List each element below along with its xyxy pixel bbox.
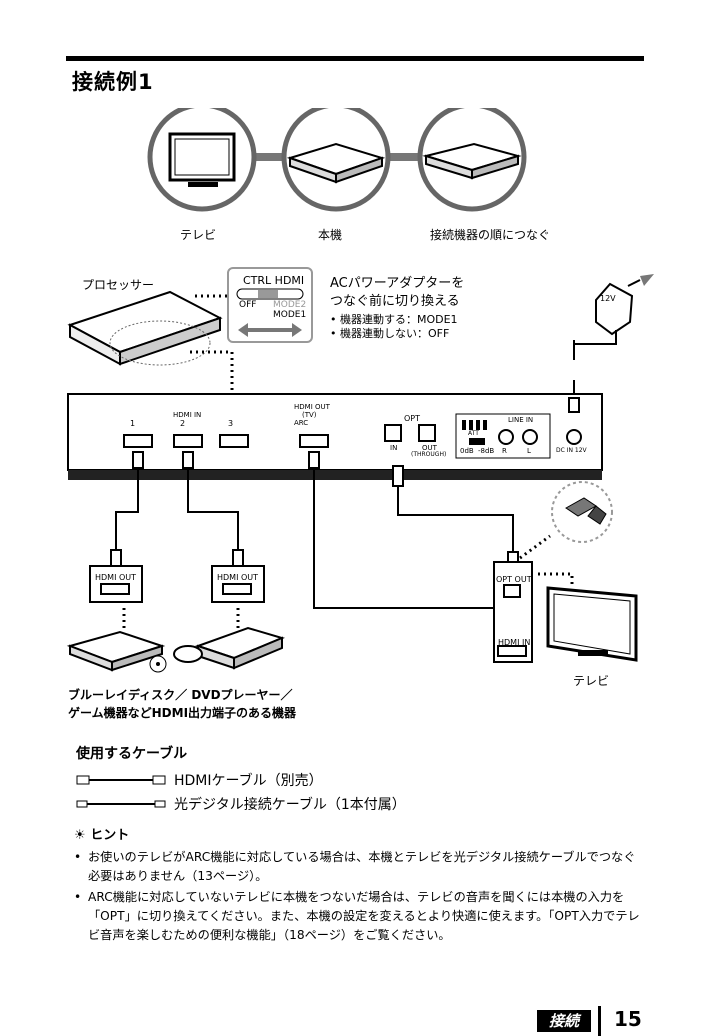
page-number: 15 bbox=[614, 1007, 642, 1031]
hdmi-cable-icon bbox=[76, 775, 166, 785]
ac-adapter-illustration bbox=[574, 274, 654, 345]
lightbulb-icon: ☀ bbox=[74, 828, 86, 843]
panel-l: L bbox=[527, 447, 531, 455]
switch-mode2: MODE2 bbox=[273, 300, 307, 310]
panel-line-in: LINE IN bbox=[508, 416, 534, 424]
order-caption: 接続機器の順につなぐ bbox=[430, 228, 551, 242]
tv-label: テレビ bbox=[573, 674, 610, 688]
hint-item: お使いのテレビがARC機能に対応している場合は、本機とテレビを光デジタル接続ケー… bbox=[74, 848, 644, 886]
panel-tv: (TV) bbox=[302, 411, 317, 419]
connection-diagram bbox=[66, 267, 654, 673]
section-tab: 接続 bbox=[537, 1010, 591, 1032]
page-heading: 接続例1 bbox=[72, 70, 154, 94]
switch-off: OFF bbox=[239, 300, 257, 310]
panel-hdmi-in: HDMI IN bbox=[173, 411, 202, 419]
panel-dc-in: DC IN 12V bbox=[556, 447, 587, 454]
device-hdmi-out-b: HDMI OUT bbox=[217, 573, 259, 582]
panel-att-0: 0dB bbox=[460, 447, 474, 455]
panel-port-1: 1 bbox=[130, 419, 136, 428]
hdmi-cable-label: HDMIケーブル（別売） bbox=[174, 773, 323, 789]
processor-label: プロセッサー bbox=[82, 278, 155, 292]
hint-heading: ☀ ヒント bbox=[74, 824, 129, 843]
tv-icon bbox=[168, 132, 236, 187]
unit-caption: 本機 bbox=[318, 228, 343, 242]
cables-section-title: 使用するケーブル bbox=[76, 746, 188, 762]
optical-cable-label: 光デジタル接続ケーブル（1本付属） bbox=[174, 797, 406, 813]
ac-note-line1: ACパワーアダプターを bbox=[330, 276, 465, 291]
panel-port-2: 2 bbox=[180, 419, 186, 428]
panel-out: OUT bbox=[422, 444, 437, 452]
panel-in: IN bbox=[390, 444, 398, 452]
adapter-label: 12V bbox=[600, 294, 616, 303]
panel-att-8: -8dB bbox=[478, 447, 495, 455]
tv-caption: テレビ bbox=[180, 228, 217, 242]
tv-illustration bbox=[546, 586, 638, 662]
hint-list: お使いのテレビがARC機能に対応している場合は、本機とテレビを光デジタル接続ケー… bbox=[74, 848, 644, 947]
tv-hdmi-in: HDMI IN bbox=[498, 638, 531, 647]
hdmi-cable-row: HDMIケーブル（別売） bbox=[76, 770, 323, 790]
ac-note-bullet2: • 機器連動しない：OFF bbox=[330, 327, 450, 340]
panel-arc: ARC bbox=[294, 419, 309, 427]
heading-rule bbox=[66, 56, 644, 61]
panel-through: (THROUGH) bbox=[411, 451, 447, 458]
bluray-player-illustration bbox=[66, 630, 167, 673]
optical-cable-row: 光デジタル接続ケーブル（1本付属） bbox=[76, 794, 406, 814]
device-opt-out: OPT OUT bbox=[496, 575, 532, 584]
ac-note-bullet1: • 機器連動する：MODE1 bbox=[330, 313, 458, 326]
optical-plug-callout bbox=[551, 481, 613, 543]
player-icon bbox=[422, 142, 522, 180]
connection-order-diagram bbox=[147, 108, 527, 212]
unit-icon bbox=[286, 142, 386, 184]
switch-title: CTRL HDMI bbox=[243, 274, 305, 287]
footer-divider bbox=[598, 1006, 601, 1036]
panel-att: ATT bbox=[468, 430, 479, 437]
processor-illustration bbox=[67, 290, 223, 366]
ctrl-hdmi-switch-box bbox=[227, 267, 313, 343]
switch-mode1: MODE1 bbox=[273, 310, 307, 320]
source-caption-line1: ブルーレイディスク／ DVDプレーヤー／ bbox=[68, 688, 293, 702]
panel-port-3: 3 bbox=[228, 419, 234, 428]
game-console-illustration bbox=[173, 626, 285, 670]
ac-note-line2: つなぐ前に切り換える bbox=[330, 294, 460, 309]
optical-cable-icon bbox=[76, 800, 166, 808]
panel-r: R bbox=[502, 447, 507, 455]
hint-title: ヒント bbox=[90, 828, 130, 843]
source-caption-line2: ゲーム機器などHDMI出力端子のある機器 bbox=[68, 706, 297, 720]
unit-rear-panel bbox=[67, 393, 603, 480]
hint-item: ARC機能に対応していないテレビに本機をつないだ場合は、テレビの音声を聞くには本… bbox=[74, 888, 644, 945]
device-hdmi-out-a: HDMI OUT bbox=[95, 573, 137, 582]
panel-opt: OPT bbox=[404, 414, 421, 423]
panel-hdmi-out: HDMI OUT bbox=[294, 403, 330, 411]
